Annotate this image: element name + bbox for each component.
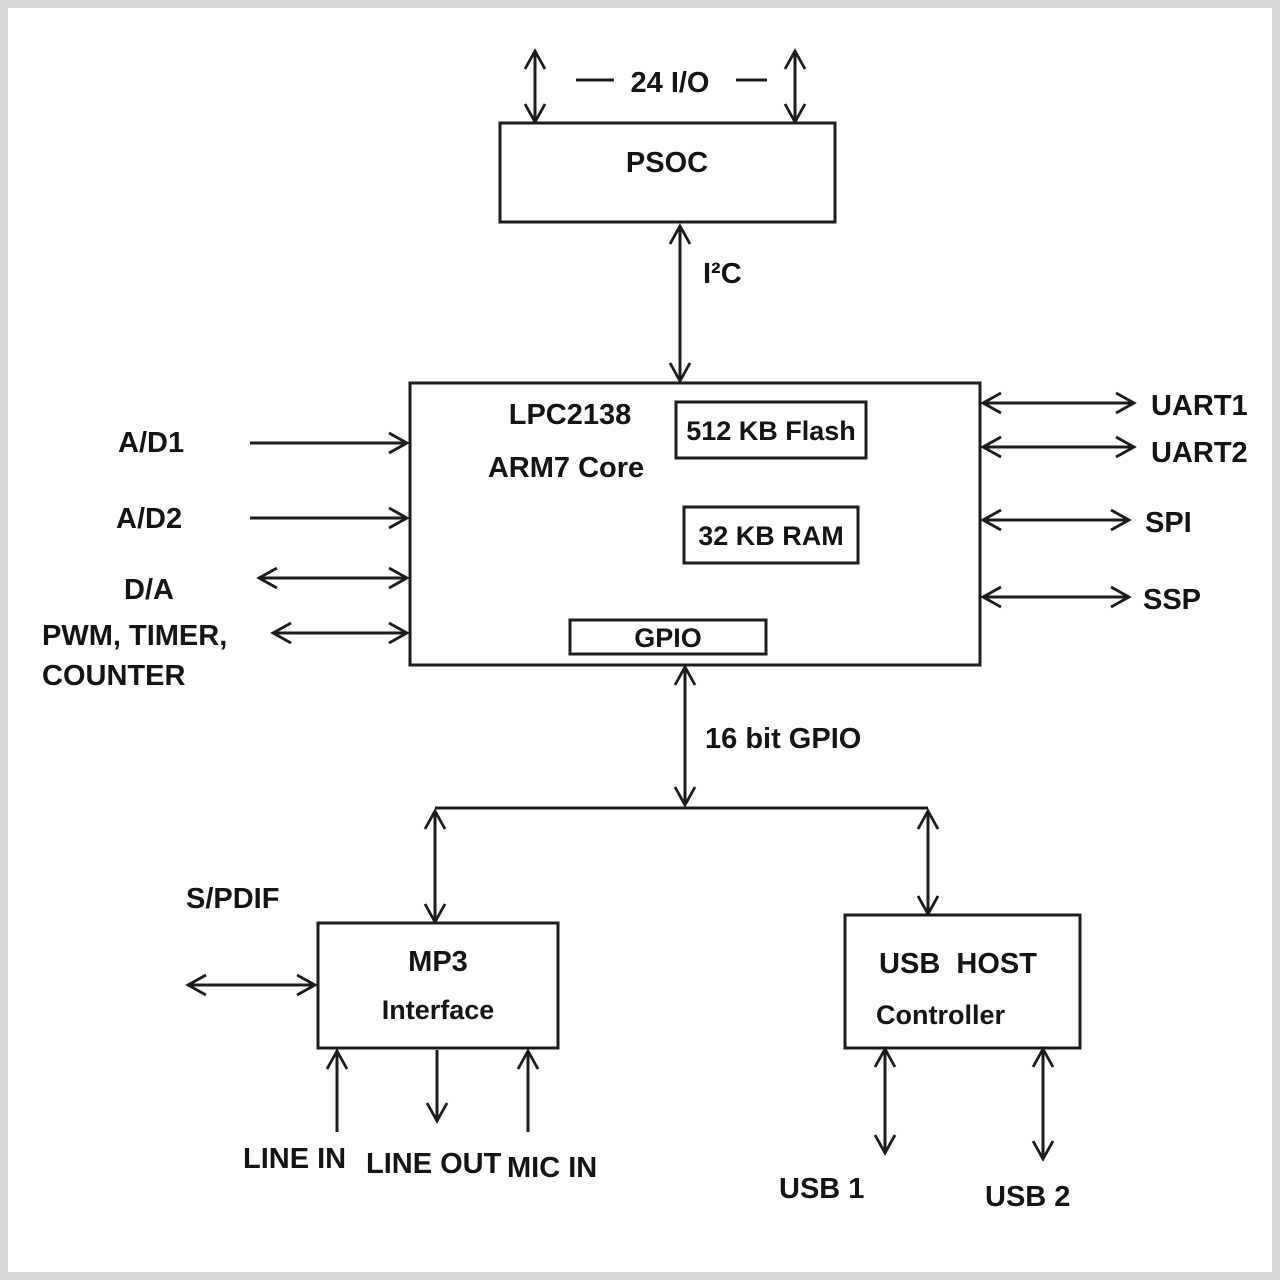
psoc-box [498, 121, 837, 224]
mp3-box [316, 921, 560, 1050]
usb-host-title: USB HOST [879, 948, 1037, 980]
mcu-title: LPC2138 [509, 399, 632, 431]
ssp-label: SSP [1143, 584, 1201, 616]
pwm-label-line2: COUNTER [42, 660, 185, 692]
spdif-label: S/PDIF [186, 883, 279, 915]
usb2-label: USB 2 [985, 1181, 1070, 1213]
ad1-label: A/D1 [118, 427, 184, 459]
gpio-label: GPIO [634, 623, 702, 653]
usb1-label: USB 1 [779, 1173, 864, 1205]
usb-host-box [843, 913, 1082, 1050]
flash-box [674, 400, 868, 460]
pwm-label-line1: PWM, TIMER, [42, 620, 227, 652]
uart2-label: UART2 [1151, 437, 1248, 469]
ram-label: 32 KB RAM [698, 521, 844, 551]
io24-label: 24 I/O [631, 67, 710, 99]
mcu-subtitle: ARM7 Core [488, 452, 644, 484]
ram-box [682, 505, 860, 565]
i2c-label: I²C [703, 258, 742, 290]
da-label: D/A [124, 574, 174, 606]
mp3-title: MP3 [408, 946, 468, 978]
spi-label: SPI [1145, 507, 1192, 539]
flash-label: 512 KB Flash [686, 416, 856, 446]
gpio-bus-label: 16 bit GPIO [705, 723, 861, 755]
psoc-label: PSOC [626, 147, 708, 179]
line-out-label: LINE OUT [366, 1148, 502, 1180]
ad2-label: A/D2 [116, 503, 182, 535]
uart1-label: UART1 [1151, 390, 1248, 422]
mic-in-label: MIC IN [507, 1152, 597, 1184]
mp3-subtitle: Interface [382, 995, 495, 1025]
line-in-label: LINE IN [243, 1143, 346, 1175]
usb-host-subtitle: Controller [876, 1000, 1005, 1030]
gpio-box [568, 618, 768, 656]
